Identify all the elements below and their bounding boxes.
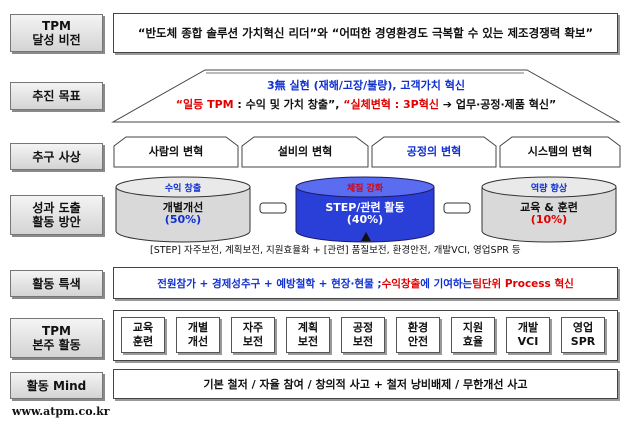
method-label-line2: 활동 방안 [32, 215, 81, 229]
goal-3mu: 3無 실현 (재해/고장/불량), [267, 79, 401, 92]
feature-label: 활동 특색 [10, 270, 103, 297]
mind-label-text: 활동 Mind [26, 378, 87, 393]
feature-text-a: 전원참가 + 경제성추구 + 예방철학 + 현장·현물 ; [157, 277, 382, 290]
goal-3p: “실체변혁 : 3P혁신 [343, 98, 439, 111]
pursuit-item-people: 사람의 변혁 [148, 145, 204, 158]
method-note: [STEP] 자주보전, 계획보전, 지원효율화 + [관련] 품질보전, 환경… [150, 245, 521, 256]
activity-line1: 지원 [462, 321, 484, 334]
pursuit-item-system: 시스템의 변혁 [527, 145, 593, 158]
pursuit-item-equipment: 설비의 변혁 [277, 145, 333, 158]
pursuit-label-text: 추구 사상 [32, 149, 81, 164]
activity-line1: 자주 [242, 321, 264, 334]
feature-label-text: 활동 특색 [32, 276, 81, 291]
pursuit-shapes [113, 136, 621, 168]
cylinder-mid-tag: 체질 강화 [346, 184, 384, 194]
method-cylinders [115, 176, 617, 243]
activity-line1: 계획 [297, 321, 319, 334]
activity-line1: 개발 [517, 321, 539, 334]
mind-panel: 기본 철저 / 자율 참여 / 창의적 사고 + 철저 낭비배제 / 무한개선 … [113, 369, 618, 399]
main-label-line1: TPM [42, 324, 71, 338]
footer-url: www.atpm.co.kr [12, 405, 110, 418]
vision-label-line1: TPM [42, 19, 71, 33]
activity-line2: 보전 [297, 335, 319, 348]
vision-label-line2: 달성 비전 [32, 33, 81, 47]
goal-innovation: ➔ 업무·공정·제품 혁신” [438, 98, 557, 111]
activity-line2: VCI [517, 335, 539, 348]
activity-line2: 개선 [187, 335, 209, 348]
goal-label-text: 추진 목표 [32, 89, 81, 103]
vision-text: “반도체 종합 솔루션 가치혁신 리더”와 “어떠한 경영환경도 극복할 수 있… [137, 26, 594, 40]
cylinder-mid-pct: (40%) [346, 213, 384, 226]
activity-line2: SPR [570, 335, 596, 348]
up-arrow-icon [361, 232, 371, 241]
goal-label: 추진 목표 [10, 82, 103, 110]
pursuit-item-process: 공정의 변혁 [406, 145, 462, 158]
activity-line2: 효율 [462, 335, 484, 348]
activity-line1: 개별 [187, 321, 209, 334]
goal-ildeung: “일등 TPM [175, 98, 234, 111]
pursuit-label: 추구 사상 [10, 143, 103, 170]
activity-line2: 보전 [242, 335, 264, 348]
mind-label: 활동 Mind [10, 372, 103, 399]
feature-text-d: 팀단위 Process 혁신 [472, 277, 574, 290]
cylinder-right-pct: (10%) [530, 213, 568, 226]
goal-profit: : 수익 및 가치 창출”, [233, 98, 344, 111]
activity-line1: 환경 [407, 321, 429, 334]
vision-panel: “반도체 종합 솔루션 가치혁신 리더”와 “어떠한 경영환경도 극복할 수 있… [113, 13, 618, 53]
cylinder-right-tag: 역량 향상 [530, 184, 568, 194]
activity-line1: 공정 [352, 321, 374, 334]
cylinder-mid-title: STEP/관련 활동 [325, 201, 405, 214]
goal-line1: 3無 실현 (재해/고장/불량), 고객가치 혁신 [110, 77, 622, 93]
activity-line2: 훈련 [132, 335, 154, 348]
activity-line2: 보전 [352, 335, 374, 348]
mind-text: 기본 철저 / 자율 참여 / 창의적 사고 + 철저 낭비배제 / 무한개선 … [203, 378, 528, 391]
feature-text-b: 수익창출 [381, 277, 421, 290]
method-label: 성과 도출 활동 방안 [10, 195, 103, 235]
goal-line2: “일등 TPM : 수익 및 가치 창출”, “실체변혁 : 3P혁신 ➔ 업무… [110, 96, 622, 112]
cylinder-left-pct: (50%) [164, 213, 202, 226]
activity-line2: 안전 [407, 335, 429, 348]
cylinder-left-title: 개별개선 [162, 201, 204, 214]
main-label-line2: 본주 활동 [32, 338, 81, 352]
feature-text-c: 에 기여하는 [420, 277, 473, 290]
vision-label: TPM 달성 비전 [10, 14, 103, 52]
method-label-line1: 성과 도출 [32, 201, 81, 215]
goal-customer-value: 고객가치 혁신 [400, 79, 465, 92]
goal-trapezoid [111, 69, 621, 123]
activity-line1: 교육 [132, 321, 154, 334]
cylinder-left-tag: 수익 창출 [164, 184, 202, 194]
main-label: TPM 본주 활동 [10, 318, 103, 358]
cylinder-right-title: 교육 & 훈련 [520, 201, 578, 214]
activity-line1: 영업 [572, 321, 594, 334]
